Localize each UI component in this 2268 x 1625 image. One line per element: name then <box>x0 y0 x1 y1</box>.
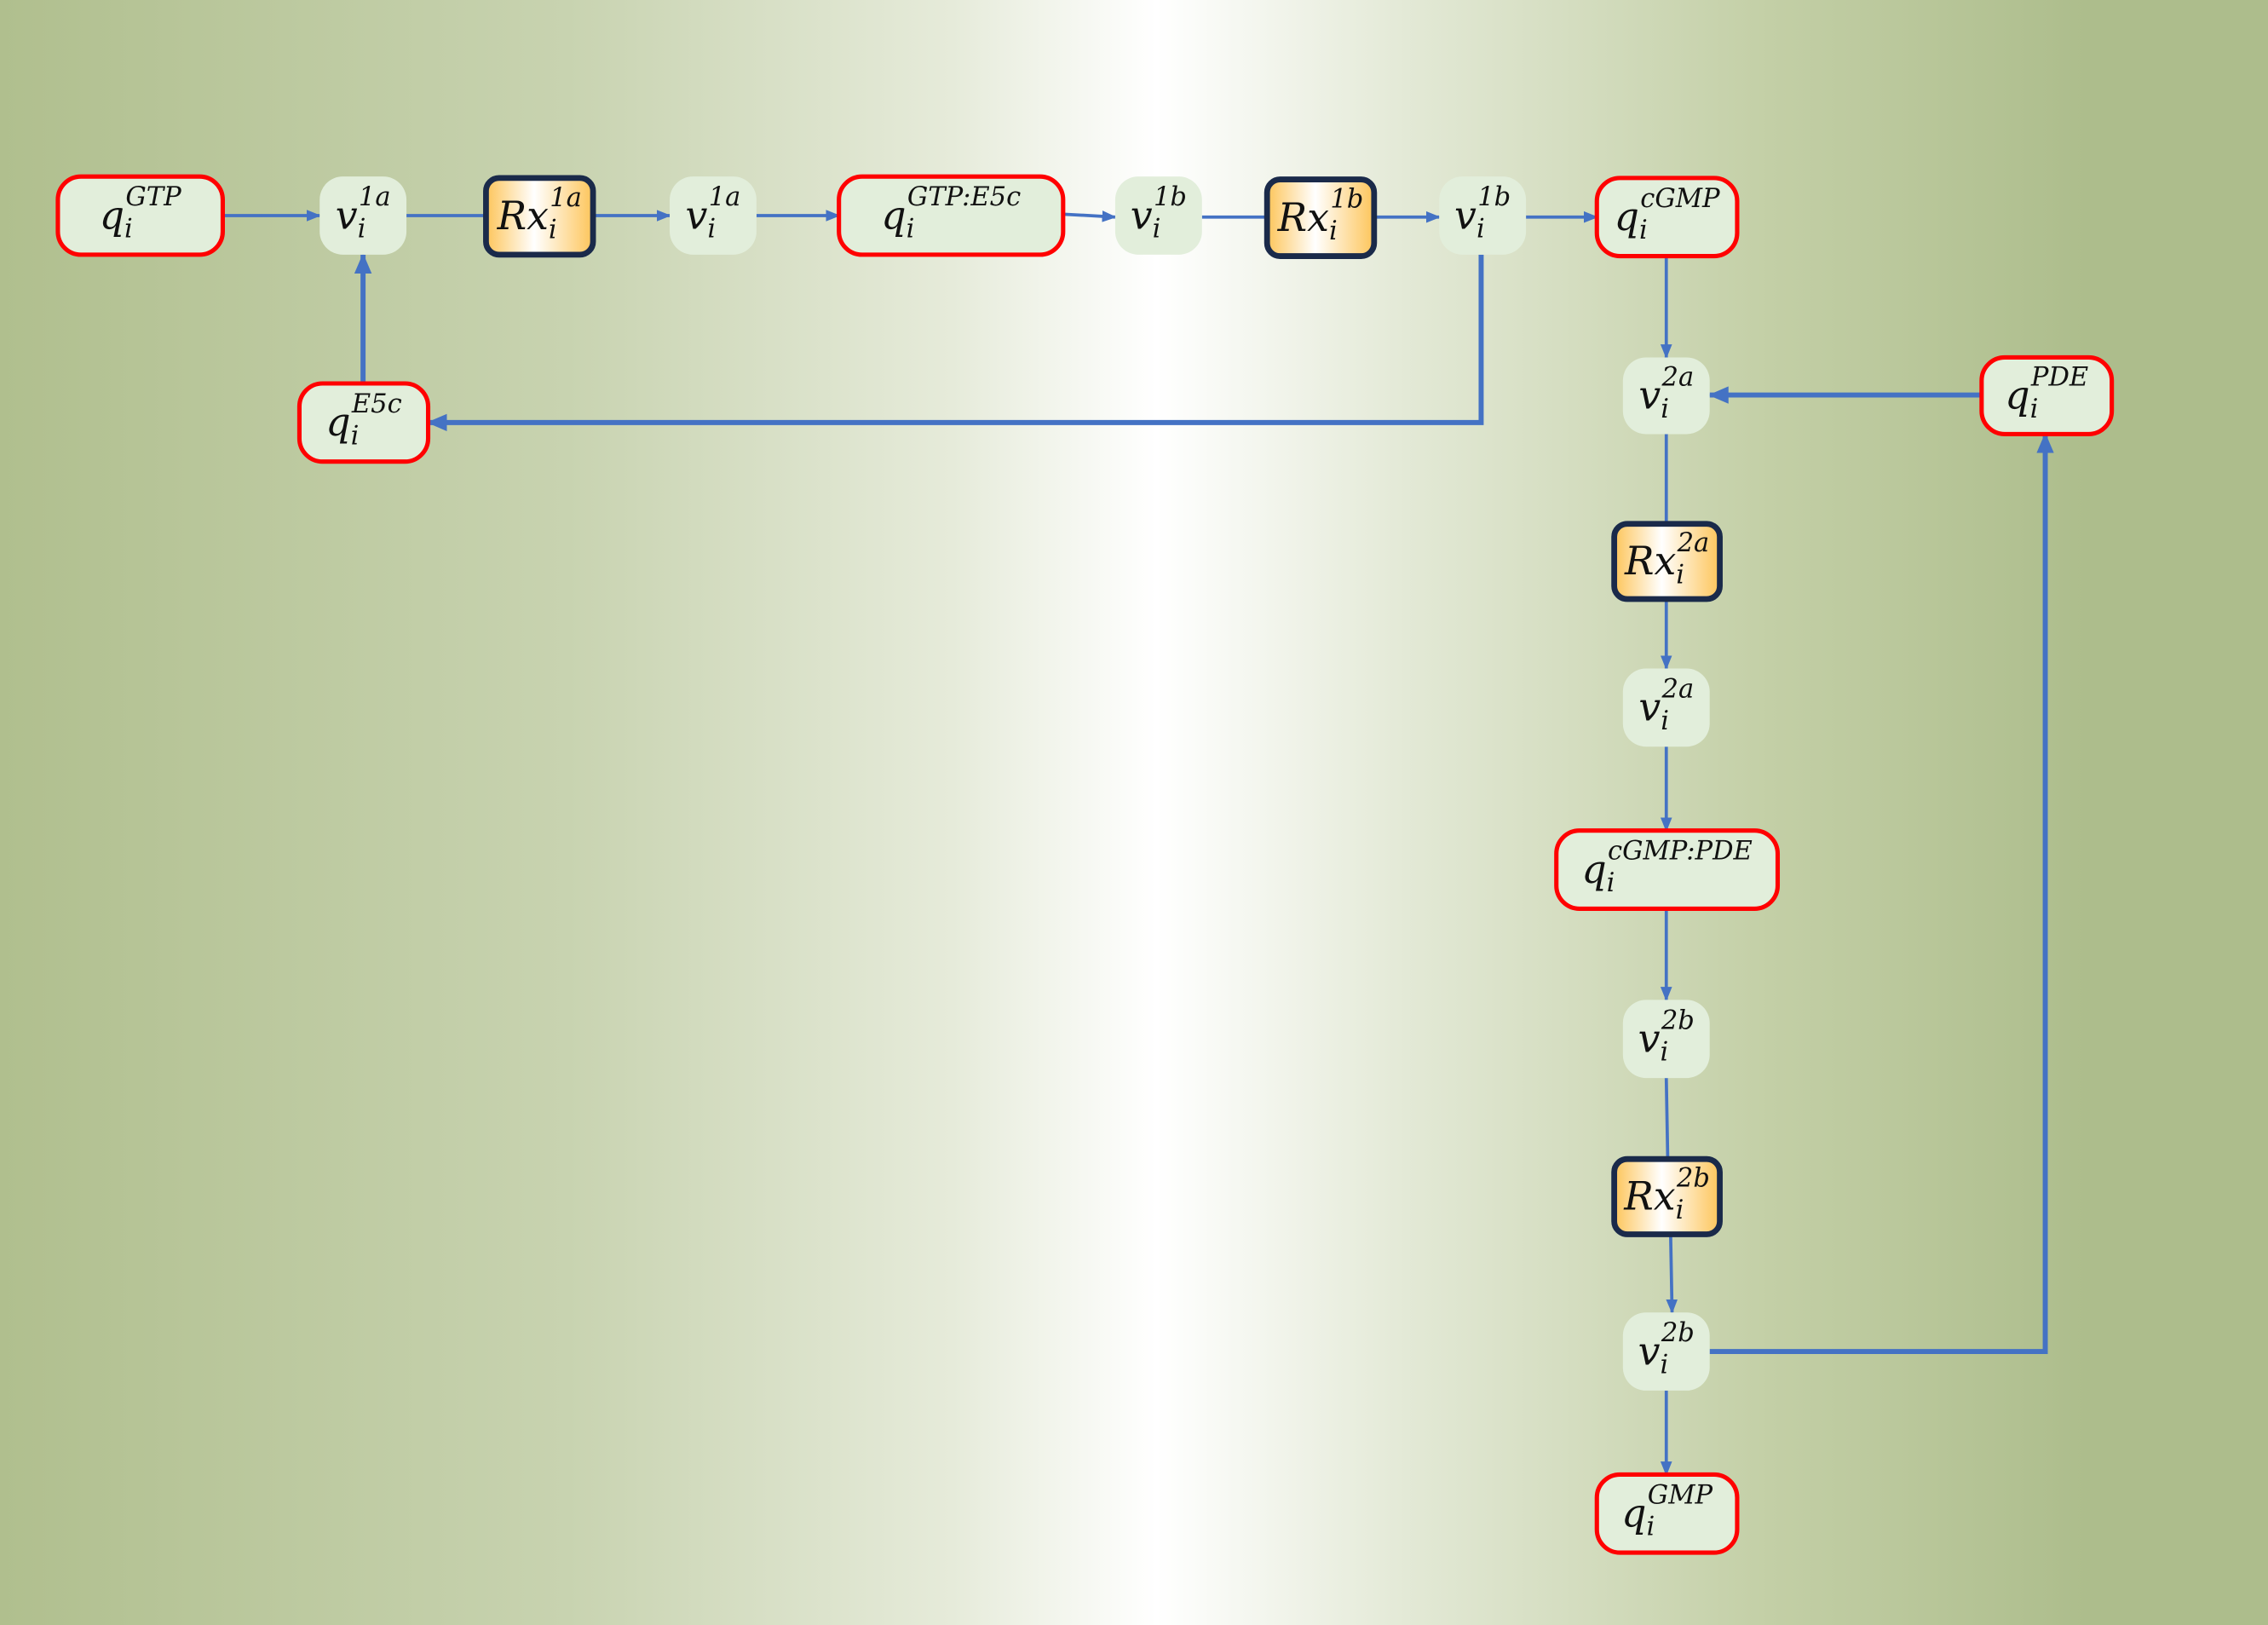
velocity-box <box>319 176 407 255</box>
node-label: Rxi2b <box>1623 1163 1710 1225</box>
species-box <box>1594 1472 1740 1555</box>
node-label: vi1a <box>686 182 741 244</box>
node-label: vi2a <box>1638 674 1694 735</box>
node-label: vi2a <box>1638 363 1694 424</box>
species-box <box>1979 354 2115 436</box>
velocity-node-v2b[interactable]: vi2b <box>1622 1000 1710 1079</box>
node-label: qicGMP <box>1615 184 1720 245</box>
species-node-qGMP[interactable]: qiGMP <box>1594 1472 1740 1555</box>
node-label: qiGTP <box>100 182 181 244</box>
arrow-rx2b-to-v2b <box>1666 1234 1678 1314</box>
node-label: qicGMP:PDE <box>1581 837 1753 898</box>
node-label: vi2b <box>1638 1318 1695 1380</box>
species-box <box>1554 828 1781 911</box>
node-label: Rxi1b <box>1277 185 1364 246</box>
node-label: qiPDE <box>2005 363 2088 424</box>
node-label: Rxi1a <box>497 183 582 245</box>
velocity-box <box>1622 1000 1710 1079</box>
species-node-qPDE[interactable]: qiPDE <box>1979 354 2115 436</box>
arrow-v1b-to-qe5c <box>426 254 1484 432</box>
node-label: qiGTP:E5c <box>881 182 1021 244</box>
reaction-node-Rx2b[interactable]: Rxi2b <box>1611 1155 1723 1237</box>
species-box <box>837 174 1066 257</box>
reaction-node-Rx1b[interactable]: Rxi1b <box>1264 176 1378 259</box>
arrow-v2b-to-rx2b <box>1664 1078 1670 1160</box>
velocity-node-v1b2[interactable]: vi1b <box>1439 176 1527 255</box>
arrow-qgtpe5c-to-v1b <box>1062 210 1117 222</box>
reaction-box <box>483 175 596 258</box>
velocity-box <box>1439 176 1527 255</box>
velocity-box <box>1114 176 1202 255</box>
node-label: qiE5c <box>325 389 401 451</box>
reaction-node-Rx1a[interactable]: Rxi1a <box>483 175 596 258</box>
reaction-box <box>1611 521 1723 602</box>
node-label: vi2b <box>1638 1006 1695 1067</box>
species-node-qcGMPPDE[interactable]: qicGMP:PDE <box>1554 828 1781 911</box>
reaction-box <box>1264 176 1378 259</box>
velocity-node-v1b[interactable]: vi1b <box>1114 176 1202 255</box>
reaction-node-Rx2a[interactable]: Rxi2a <box>1611 521 1723 602</box>
species-node-qE5c[interactable]: qiE5c <box>296 381 431 464</box>
species-box <box>55 174 225 257</box>
species-box <box>296 381 431 464</box>
arrow-v2b-to-qpde <box>1709 432 2054 1355</box>
node-label: vi1b <box>1131 182 1187 244</box>
species-node-qcGMP[interactable]: qicGMP <box>1594 176 1740 259</box>
reaction-box <box>1611 1155 1723 1237</box>
velocity-node-v2a2[interactable]: vi2a <box>1622 668 1710 747</box>
node-label: Rxi2a <box>1624 528 1709 590</box>
species-box <box>1594 176 1740 259</box>
node-label: vi1a <box>336 182 391 244</box>
velocity-node-v1a[interactable]: vi1a <box>319 176 407 255</box>
species-node-qGTP[interactable]: qiGTP <box>55 174 225 257</box>
node-label: qiGMP <box>1621 1480 1713 1541</box>
velocity-box <box>1622 1312 1710 1391</box>
velocity-box <box>1622 668 1710 747</box>
velocity-node-v2b2[interactable]: vi2b <box>1622 1312 1710 1391</box>
velocity-box <box>670 176 757 255</box>
species-node-qGTPE5c[interactable]: qiGTP:E5c <box>837 174 1066 257</box>
velocity-node-v1a2[interactable]: vi1a <box>670 176 757 255</box>
node-label: vi1b <box>1454 182 1511 244</box>
velocity-box <box>1622 357 1710 435</box>
velocity-node-v2a[interactable]: vi2a <box>1622 357 1710 435</box>
